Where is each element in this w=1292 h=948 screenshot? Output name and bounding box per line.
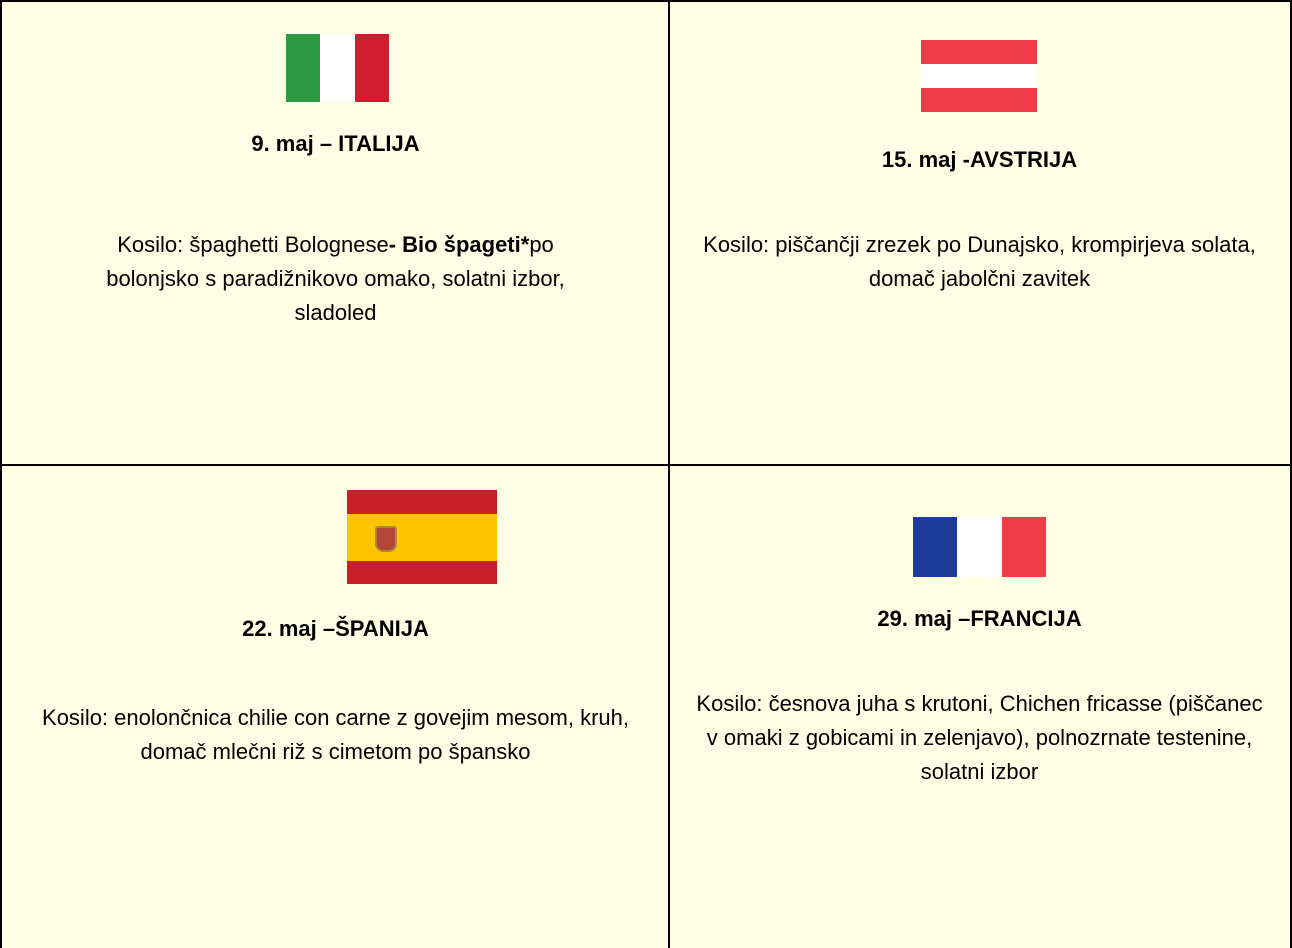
- lunch-description: Kosilo: špaghetti Bolognese- Bio špageti…: [106, 232, 565, 325]
- menu-title: 22. maj –ŠPANIJA: [242, 616, 429, 641]
- austria-flag-icon: [921, 40, 1037, 112]
- menu-cell-austria: 15. maj -AVSTRIJA Kosilo: piščančji zrez…: [669, 2, 1290, 465]
- table-border-right: [1290, 0, 1292, 948]
- menu-title: 29. maj –FRANCIJA: [877, 606, 1082, 631]
- menu-cell-spain: 22. maj –ŠPANIJA Kosilo: enolončnica chi…: [2, 465, 669, 948]
- lunch-description: Kosilo: piščančji zrezek po Dunajsko, kr…: [703, 232, 1256, 291]
- italy-flag-icon: [286, 34, 389, 102]
- lunch-description: Kosilo: česnova juha s krutoni, Chichen …: [696, 691, 1263, 784]
- coat-of-arms-icon: [375, 525, 397, 552]
- spain-flag-icon: [347, 490, 497, 584]
- france-flag-icon: [913, 517, 1046, 577]
- table-border-left: [0, 0, 2, 948]
- table-border-top: [0, 0, 1292, 2]
- menu-title: 15. maj -AVSTRIJA: [881, 147, 1078, 172]
- table-border-center: [668, 0, 670, 948]
- menu-cell-italy: 9. maj – ITALIJA Kosilo: špaghetti Bolog…: [2, 2, 669, 465]
- lunch-description: Kosilo: enolončnica chilie con carne z g…: [42, 705, 629, 764]
- menu-title: 9. maj – ITALIJA: [251, 131, 420, 156]
- table-border-middle: [0, 464, 1292, 466]
- menu-cell-france: 29. maj –FRANCIJA Kosilo: česnova juha s…: [669, 465, 1290, 948]
